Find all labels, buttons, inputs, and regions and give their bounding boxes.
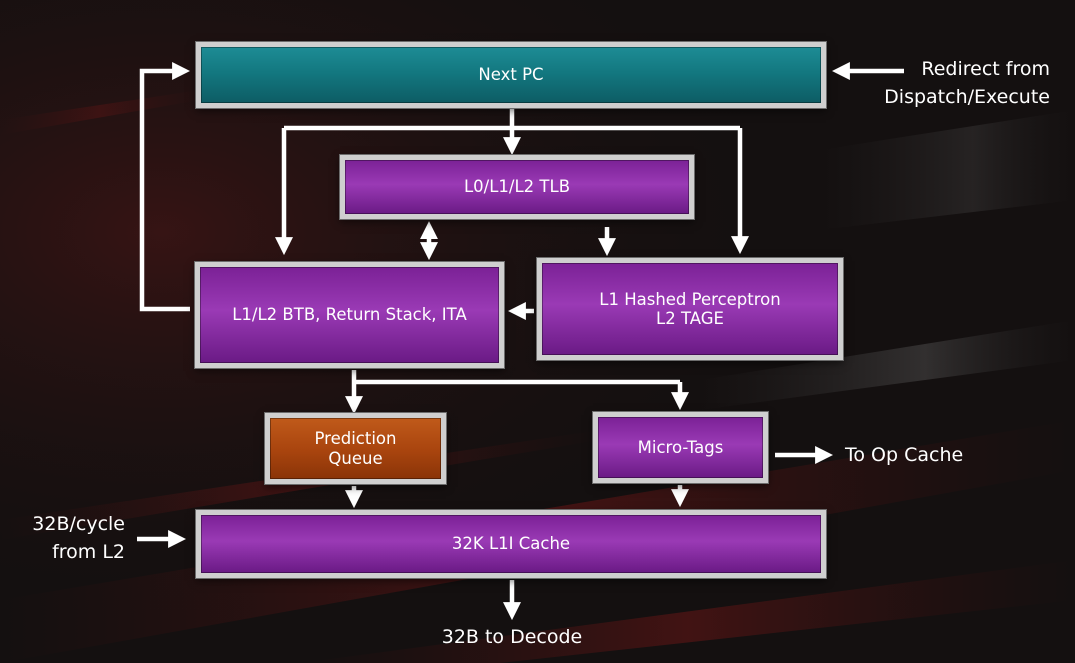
next-pc-label: Next PC xyxy=(478,65,544,85)
prediction-queue-label: Prediction Queue xyxy=(314,429,397,468)
redirect-label: Redirect from Dispatch/Execute xyxy=(884,58,1050,108)
l2-input-label: 32B/cycle from L2 xyxy=(32,513,125,563)
micro-tags-block: Micro-Tags xyxy=(593,412,768,483)
decode-label: 32B to Decode xyxy=(441,626,583,648)
tlb-label: L0/L1/L2 TLB xyxy=(463,177,571,197)
tlb-block: L0/L1/L2 TLB xyxy=(340,155,694,219)
prediction-queue-block: Prediction Queue xyxy=(265,413,446,484)
arrow-btb-feedback-loop xyxy=(139,62,191,312)
l1i-cache-block: 32K L1I Cache xyxy=(196,510,826,578)
next-pc-block: Next PC xyxy=(196,42,826,108)
btb-block: L1/L2 BTB, Return Stack, ITA xyxy=(195,262,504,368)
l1i-cache-label: 32K L1I Cache xyxy=(451,534,571,554)
op-cache-label: To Op Cache xyxy=(845,444,964,466)
btb-label: L1/L2 BTB, Return Stack, ITA xyxy=(232,305,467,325)
perceptron-block: L1 Hashed Perceptron L2 TAGE xyxy=(537,258,843,360)
perceptron-label: L1 Hashed Perceptron L2 TAGE xyxy=(599,289,781,328)
micro-tags-label: Micro-Tags xyxy=(637,437,724,457)
